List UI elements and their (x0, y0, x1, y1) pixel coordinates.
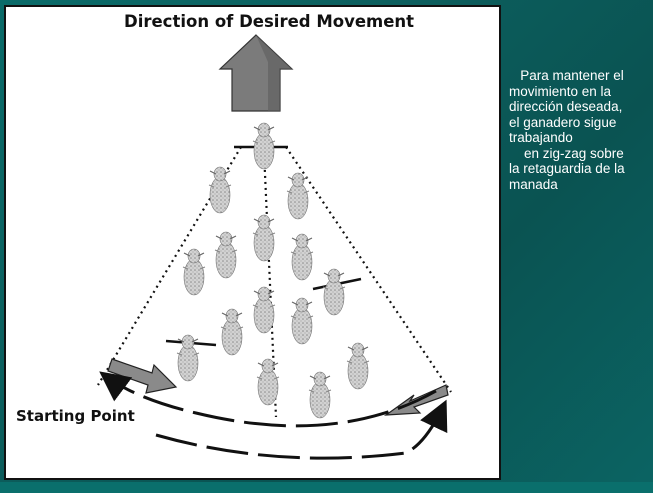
handler-arrow-left-icon (107, 358, 178, 394)
herding-diagram: Direction of Desired Movement (16, 12, 452, 460)
cow-icon (290, 297, 314, 345)
cow-icon (252, 122, 276, 170)
side-text-line: dirección deseada, (509, 99, 623, 114)
direction-arrow-icon (218, 34, 294, 112)
cow-icon (252, 286, 276, 334)
side-description: Para mantener el movimiento en la direcc… (509, 68, 649, 192)
side-text-line: el ganadero sigue (509, 114, 617, 130)
cow-icon (220, 308, 244, 356)
side-text-line: Para mantener el (509, 68, 624, 83)
cow-icon (182, 248, 206, 296)
zigzag-path (99, 371, 448, 460)
cow-icon (346, 342, 370, 390)
starting-point-label: Starting Point (16, 407, 135, 425)
side-text-line: en zig-zag sobre (509, 145, 624, 161)
cow-icon (322, 268, 346, 316)
cow-icon (256, 358, 280, 406)
side-text-line: la retaguardia de la (509, 161, 625, 176)
side-text-line: trabajando (509, 130, 573, 145)
side-text-line: movimiento en la (509, 83, 612, 99)
cattle-herd (176, 122, 370, 419)
cow-icon (290, 233, 314, 281)
diagram-panel: Direction of Desired Movement (4, 5, 501, 480)
side-text-line: manada (509, 176, 558, 192)
cow-icon (208, 166, 232, 214)
cow-icon (286, 172, 310, 220)
cow-icon (308, 371, 332, 419)
slide-footer-band (0, 482, 653, 493)
cow-icon (252, 214, 276, 262)
flight-zone-lines (97, 146, 452, 418)
diagram-title: Direction of Desired Movement (124, 12, 414, 31)
cow-icon (214, 231, 238, 279)
